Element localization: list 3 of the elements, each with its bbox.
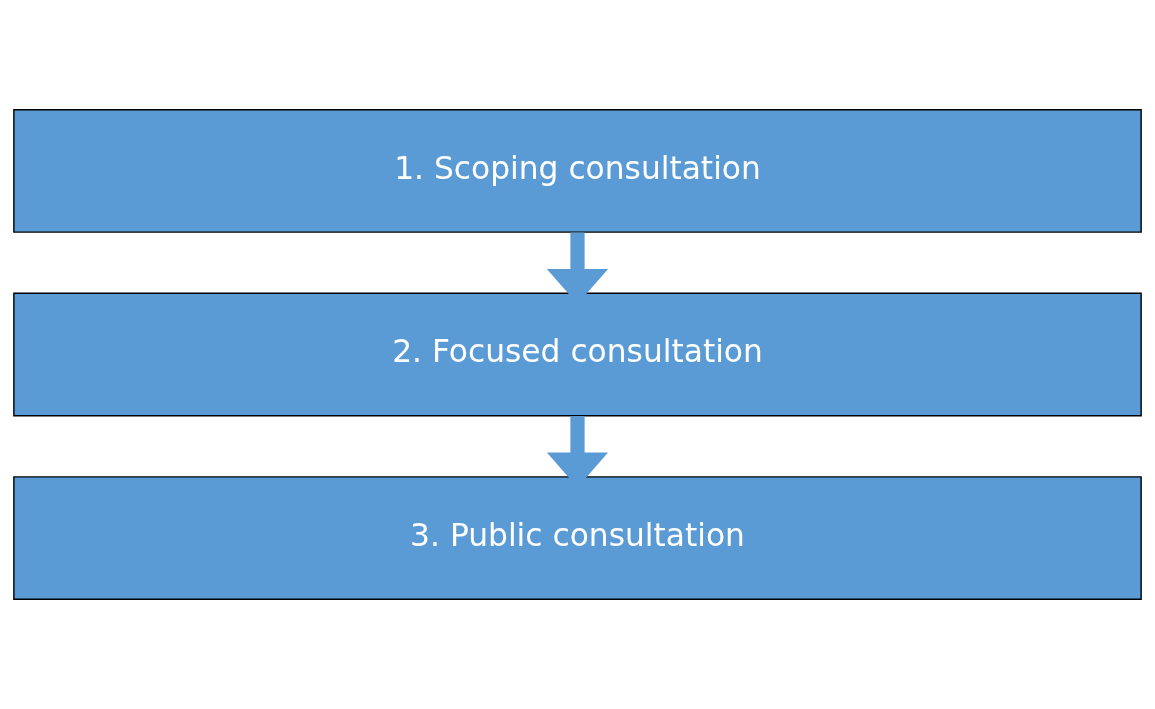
node-box: 2. Focused consultation (13, 292, 1142, 417)
node-box: 1. Scoping consultation (13, 109, 1142, 233)
node-box: 3. Public consultation (13, 476, 1142, 600)
